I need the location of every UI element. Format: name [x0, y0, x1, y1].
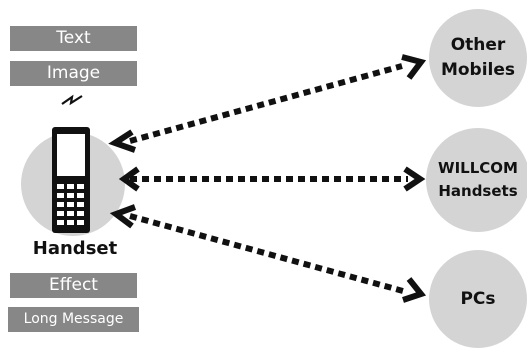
arrow-to-other-mobiles: [108, 54, 427, 153]
tag-long-message: Long Message: [8, 307, 139, 332]
target-pcs: PCs: [429, 250, 527, 348]
target-willcom-handsets-label: WILLCOM Handsets: [438, 159, 518, 200]
signal-icon: [61, 94, 83, 106]
tag-text: Text: [10, 26, 137, 51]
arrow-to-pcs: [109, 204, 427, 303]
mobile-phone-icon: [52, 127, 90, 233]
tag-effect: Effect: [10, 273, 137, 298]
target-other-mobiles-label: Other Mobiles: [440, 35, 516, 80]
arrow-to-willcom-handsets: [118, 166, 426, 192]
target-other-mobiles: Other Mobiles: [429, 9, 527, 107]
handset-label: Handset: [32, 238, 118, 259]
target-pcs-label: PCs: [460, 288, 496, 309]
target-willcom-handsets: WILLCOM Handsets: [426, 128, 527, 232]
tag-image: Image: [10, 61, 137, 86]
